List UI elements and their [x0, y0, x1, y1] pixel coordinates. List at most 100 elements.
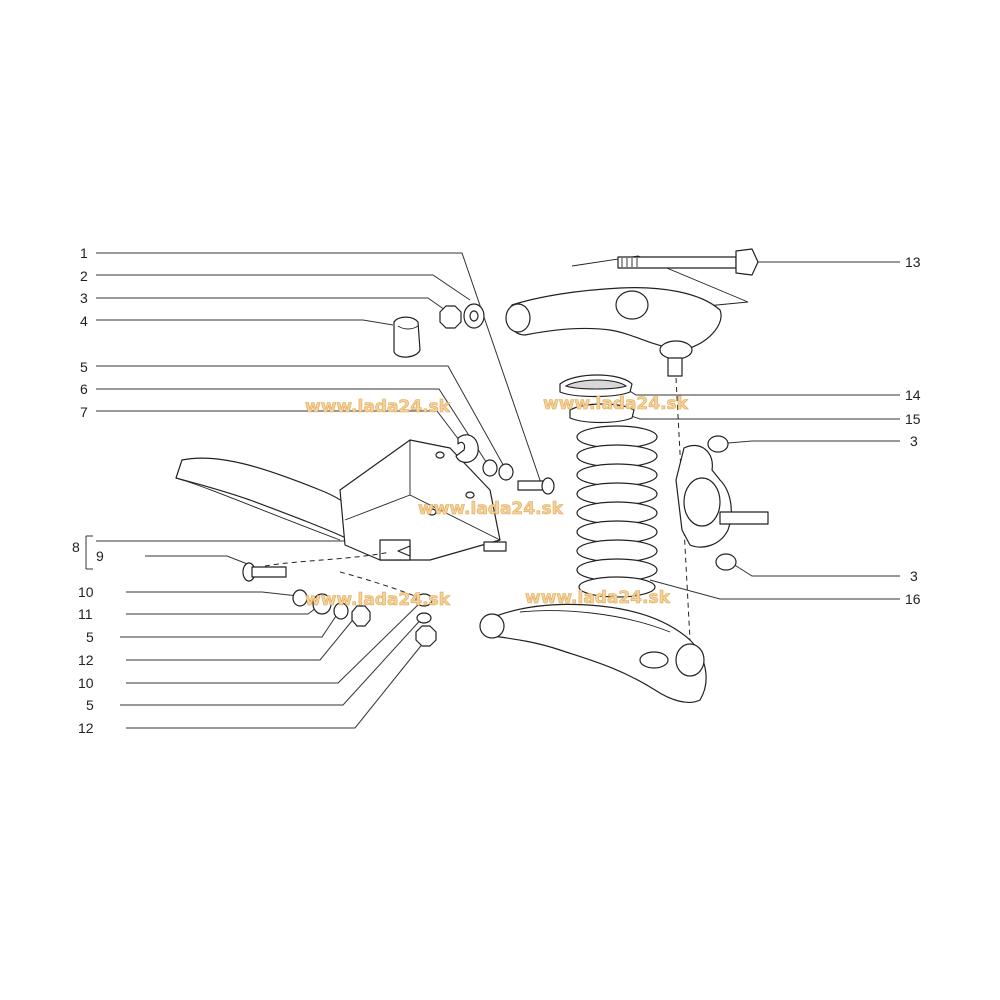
knuckle-hub: [683, 477, 721, 527]
bolt-1-head: [541, 477, 555, 495]
upper-arm-body: [508, 287, 722, 350]
lower-arm-body: [485, 603, 707, 703]
leader-3c: [729, 561, 900, 577]
pad-15: [569, 403, 635, 424]
callout-8: 8: [72, 539, 80, 555]
callout-labels: 1 2 3 4 5 6 7 8 9 10 11 5 12 10 5 12 13 …: [72, 245, 921, 736]
axis-dash-line: [675, 377, 691, 641]
lower-arm-seat: [639, 651, 669, 669]
bracket-hole: [435, 451, 445, 459]
washer-10b: [415, 593, 433, 607]
watermark-text: www.lada24.sk: [543, 394, 689, 414]
callout-5: 5: [80, 359, 88, 375]
callout-3: 3: [80, 290, 88, 306]
upper-ball-joint-stud: [667, 357, 683, 377]
leader-11: [126, 604, 321, 615]
callout-14: 14: [905, 387, 921, 403]
callout-7: 7: [80, 404, 88, 420]
washer-5c: [416, 612, 432, 624]
bracket-stud: [483, 541, 507, 552]
coil-spring-16: [576, 425, 658, 598]
callout-5: 5: [86, 697, 94, 713]
callout-11: 11: [78, 606, 93, 622]
lower-arm-bushing: [479, 613, 505, 639]
washer-path-dash: [339, 571, 421, 599]
callout-12: 12: [78, 720, 94, 736]
watermark-text: www.lada24.sk: [305, 590, 451, 610]
pad-14-ribs: [564, 379, 628, 390]
leader-4: [96, 319, 394, 326]
leader-10b: [126, 599, 424, 684]
nut-3b: [707, 435, 729, 453]
bracket-hole: [465, 491, 475, 499]
nut-12b: [415, 625, 437, 647]
washer-11: [312, 593, 332, 615]
cross-member: [175, 439, 507, 599]
spring-coil: [578, 576, 656, 598]
washer-5a: [498, 463, 514, 481]
lower-control-arm: [479, 603, 707, 703]
callout-9: 9: [96, 548, 104, 564]
leader-3b: [727, 440, 900, 444]
upper-arm-bushing: [505, 303, 531, 333]
watermark-text: www.lada24.sk: [418, 499, 564, 519]
washer-2-hole: [469, 310, 479, 322]
callout-3: 3: [910, 433, 918, 449]
nut-3a: [439, 305, 462, 329]
callout-12: 12: [78, 652, 94, 668]
callout-10: 10: [78, 584, 94, 600]
bolt-head: [735, 248, 759, 276]
shim-bolt-group: [455, 434, 555, 495]
lower-bolt-group: [242, 562, 437, 647]
lower-arm-ridge: [519, 610, 671, 633]
leader-10a: [126, 591, 299, 597]
nut-3c: [715, 553, 737, 571]
leader-1: [96, 252, 542, 484]
callout-5: 5: [86, 629, 94, 645]
washer-5b: [333, 602, 349, 620]
spring-pads: [559, 374, 635, 424]
bolt-9-shank: [251, 566, 287, 578]
shim-7: [455, 434, 479, 463]
leader-3: [96, 297, 446, 311]
upper-arm-bushing-inner: [615, 290, 649, 320]
leader-12a: [126, 615, 357, 661]
lower-ball-joint: [675, 643, 705, 677]
nut-washer-top: [439, 303, 485, 329]
cross-member-edge: [175, 477, 341, 541]
callout-16: 16: [905, 591, 921, 607]
upper-ball-joint: [659, 340, 693, 360]
callout-4: 4: [80, 313, 88, 329]
callout-1: 1: [80, 245, 88, 261]
leader-12b: [126, 641, 425, 729]
callout-15: 15: [905, 411, 921, 427]
callout-2: 2: [80, 268, 88, 284]
watermark-text: www.lada24.sk: [305, 397, 451, 417]
callout-3: 3: [910, 568, 918, 584]
callout-6: 6: [80, 381, 88, 397]
knuckle-spindle: [719, 511, 769, 525]
arrow-marker: [397, 545, 411, 557]
leader-lines: [85, 252, 900, 729]
leader-9: [145, 555, 251, 566]
watermarks: www.lada24.sk www.lada24.sk www.lada24.s…: [305, 394, 689, 611]
bump-stop-body: [393, 316, 421, 358]
bracket-hole: [427, 508, 437, 516]
steering-knuckle: [675, 377, 769, 641]
leader-5: [96, 365, 507, 471]
upper-control-arm: [505, 287, 722, 377]
cross-member-beam: [175, 457, 361, 541]
watermark-text: www.lada24.sk: [525, 588, 671, 608]
leader-16: [649, 579, 900, 600]
bracket-fold-2: [344, 494, 411, 521]
leader-5c: [120, 614, 426, 706]
bump-stop-4: [393, 316, 421, 358]
bump-stop-seam: [397, 325, 419, 330]
callout-13: 13: [905, 254, 921, 270]
nut-12a: [351, 605, 371, 627]
bolt-path-dash: [264, 551, 391, 567]
leader-5b: [120, 612, 339, 638]
washer-6: [482, 459, 498, 477]
